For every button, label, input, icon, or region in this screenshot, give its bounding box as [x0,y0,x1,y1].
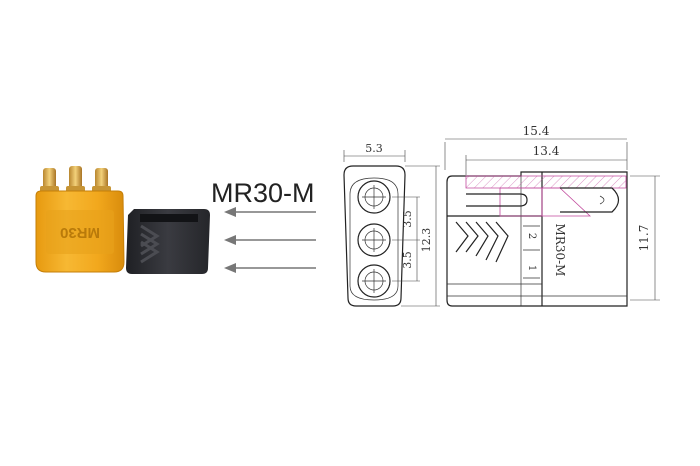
side-overall-length-dim: 15.4 [523,124,550,138]
side-label-2: 2 [526,233,537,239]
front-pitch-top-dim: 3.5 [401,210,414,228]
front-pitch-bottom-dim: 3.5 [401,251,414,269]
front-view-drawing: 5.3 3.5 3.5 12.3 [343,142,440,307]
yellow-connector-photo: MR30 [35,166,125,273]
arrows [224,207,316,273]
side-view-drawing: 15.4 13.4 MR30-M 2 1 [444,124,660,307]
front-width-dim: 5.3 [365,142,383,155]
black-cap-photo [126,209,210,274]
side-view-marking: MR30-M [553,224,567,277]
side-inner-length-dim: 13.4 [533,144,560,158]
side-height-dim: 11.7 [637,225,651,252]
side-label-1: 1 [526,265,537,271]
housing-marking: MR30 [60,224,100,241]
front-height-dim: 12.3 [420,228,433,253]
product-label: MR30-M [211,178,315,208]
gold-pins [40,166,111,196]
